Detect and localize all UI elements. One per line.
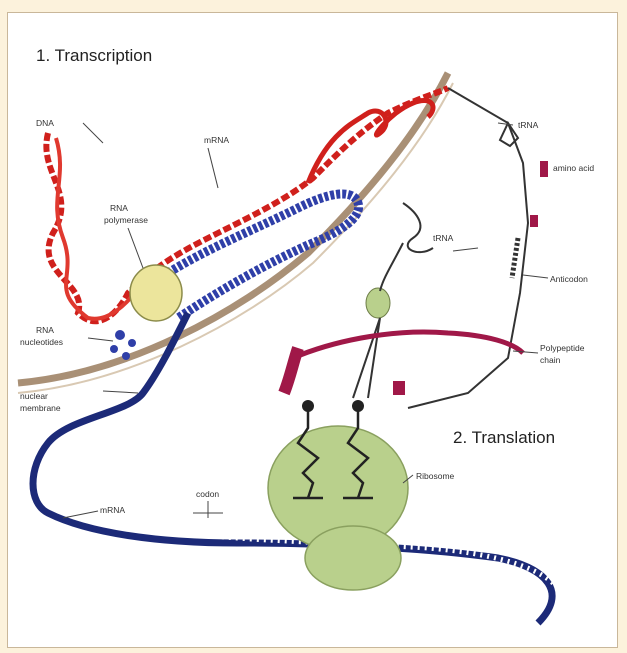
nuclear-membrane-label-1: nuclear bbox=[20, 391, 48, 401]
polypeptide-chain bbox=[293, 332, 523, 358]
polypeptide-thick bbox=[284, 348, 298, 393]
trna-anticodon-segment bbox=[512, 238, 518, 278]
trna-head-1 bbox=[302, 400, 314, 412]
trna-bulb bbox=[366, 288, 390, 318]
polypeptide-label-2: chain bbox=[540, 355, 561, 365]
rna-polymerase-label-1: RNA bbox=[110, 203, 128, 213]
amino-acid-label: amino acid bbox=[553, 163, 594, 173]
nuclear-membrane-inner bbox=[18, 83, 453, 393]
amino-acid-mark-2 bbox=[530, 215, 538, 227]
ribosome-small bbox=[305, 526, 401, 590]
trna-connector bbox=[353, 243, 403, 398]
diagram-frame: 1. Transcription 2. Translation DNA mRNA… bbox=[7, 12, 618, 648]
polypeptide-end bbox=[393, 381, 405, 395]
polypeptide-label-1: Polypeptide bbox=[540, 343, 585, 353]
trna-pathway bbox=[408, 88, 528, 408]
trna-head-2 bbox=[352, 400, 364, 412]
amino-acid-mark bbox=[540, 161, 548, 177]
dna-coil bbox=[308, 101, 433, 183]
anticodon-label: Anticodon bbox=[550, 274, 588, 284]
ribosome-label: Ribosome bbox=[416, 471, 455, 481]
rna-nucleotides-label-1: RNA bbox=[36, 325, 54, 335]
transcription-title: 1. Transcription bbox=[36, 46, 152, 65]
rna-polymerase bbox=[130, 265, 182, 321]
rna-polymerase-label-2: polymerase bbox=[104, 215, 148, 225]
trna-top-label: tRNA bbox=[518, 120, 539, 130]
codon-label: codon bbox=[196, 489, 219, 499]
rna-nucleotides-label-2: nucleotides bbox=[20, 337, 63, 347]
dna-label: DNA bbox=[36, 118, 54, 128]
mrna-top-label: mRNA bbox=[204, 135, 229, 145]
nuclear-membrane-label-2: membrane bbox=[20, 403, 61, 413]
protein-synthesis-diagram: 1. Transcription 2. Translation DNA mRNA… bbox=[8, 13, 619, 649]
translation-title: 2. Translation bbox=[453, 428, 555, 447]
trna-mid bbox=[403, 203, 433, 252]
mrna-bottom-label: mRNA bbox=[100, 505, 125, 515]
trna-mid-label: tRNA bbox=[433, 233, 454, 243]
